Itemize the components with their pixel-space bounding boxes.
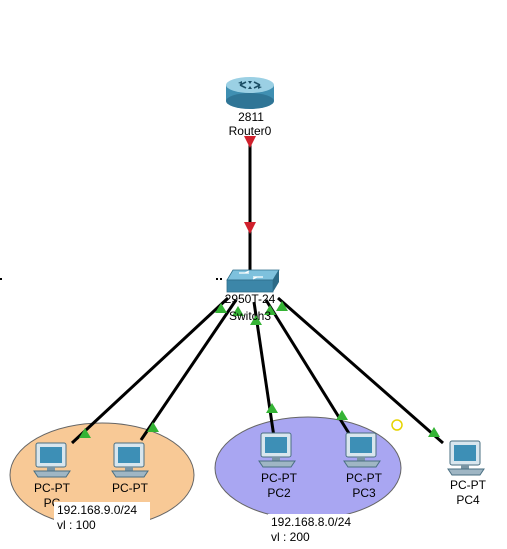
vlan100-network: 192.168.9.0/24 — [57, 503, 138, 517]
pc2-model-label: PC-PT — [261, 471, 297, 485]
pc4-model-label: PC-PT — [450, 478, 486, 492]
pc4-name-label: PC4 — [456, 493, 480, 507]
switch-icon[interactable] — [226, 269, 280, 293]
pc1-model-label: PC-PT — [112, 481, 148, 495]
link-indicators-down — [244, 136, 256, 234]
link-up-indicator — [276, 301, 288, 311]
router-icon[interactable] — [226, 77, 274, 109]
link-up-indicator — [232, 306, 244, 316]
cable-switch-pc4 — [277, 296, 444, 445]
link-down-indicator — [244, 222, 256, 234]
link-up-indicator — [79, 428, 91, 438]
pc-icon[interactable] — [33, 442, 71, 478]
vlan200-id: vl : 200 — [271, 530, 310, 544]
cable-switch-pc3 — [264, 299, 352, 436]
link-up-indicator — [336, 410, 348, 420]
link-up-indicator — [266, 403, 278, 413]
router-name-label: Router0 — [228, 124, 272, 138]
cable-switch-pc0 — [70, 296, 230, 445]
link-up-indicator — [147, 422, 159, 432]
vlan200-area — [214, 416, 402, 520]
link-up-indicator — [215, 303, 227, 313]
link-up-indicator — [264, 305, 276, 315]
cable-switch-pc1 — [139, 299, 238, 441]
pc3-name-label: PC3 — [352, 486, 376, 500]
pc0-model-label: PC-PT — [34, 481, 70, 495]
switch-name-label: Switch3 — [228, 309, 272, 323]
pc-icon[interactable] — [111, 442, 149, 478]
vlan100-note[interactable]: 192.168.9.0/24 vl : 100 — [54, 502, 150, 536]
vlan200-note[interactable]: 192.168.8.0/24 vl : 200 — [268, 514, 366, 548]
cursor-marker — [391, 419, 403, 431]
link-up-indicator — [428, 427, 440, 437]
link-indicators-up — [79, 301, 440, 438]
pc3-model-label: PC-PT — [346, 471, 382, 485]
pc-icon[interactable] — [258, 432, 296, 468]
link-down-indicator — [244, 136, 256, 148]
vlan200-network: 192.168.8.0/24 — [271, 515, 352, 529]
pc-icon[interactable] — [343, 432, 381, 468]
pc2-name-label: PC2 — [267, 486, 291, 500]
router-model-label: 2811 — [238, 110, 264, 124]
link-up-indicator — [250, 315, 262, 325]
vlan100-id: vl : 100 — [57, 518, 96, 532]
switch-model-label: 2950T-24 — [224, 292, 276, 306]
pc-icon[interactable] — [447, 440, 485, 476]
